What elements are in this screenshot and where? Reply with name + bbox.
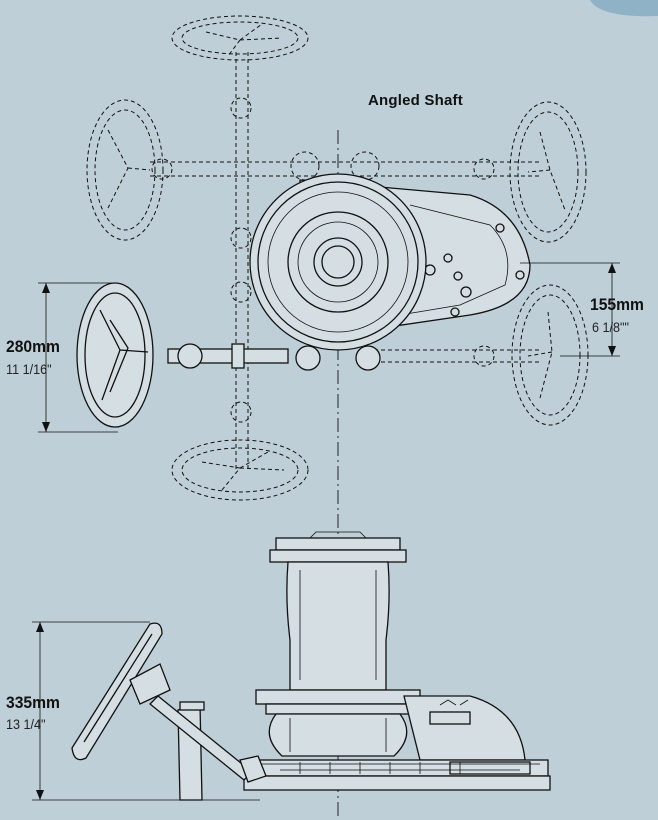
dashed-wheel-left [86,99,164,241]
dashed-wheel-top [171,15,309,61]
drawing-title: Angled Shaft [368,92,463,109]
offset-imperial-label: 6 1/8"" [592,319,629,335]
dim-height-lines [32,621,260,801]
height-metric-label: 335mm [6,693,60,712]
side-handwheel [71,622,171,761]
top-view [76,15,589,820]
dim-wheel-diameter-lines [38,282,118,433]
dashed-wheel-right [509,101,587,243]
winch-drum-top [249,173,427,371]
handle-solid [76,282,289,428]
offset-metric-label: 155mm [590,295,644,314]
dashed-wheel-right-lower [511,284,589,426]
dashed-wheel-bottom [171,439,309,501]
height-imperial-label: 13 1/4" [6,716,46,732]
wheel-diameter-imperial-label: 11 1/16" [6,361,52,377]
dim-offset-lines [520,262,620,357]
wheel-diameter-metric-label: 280mm [6,337,60,356]
handle-positions-dashed [150,52,540,470]
side-view [71,531,551,801]
corner-tab [590,0,658,17]
